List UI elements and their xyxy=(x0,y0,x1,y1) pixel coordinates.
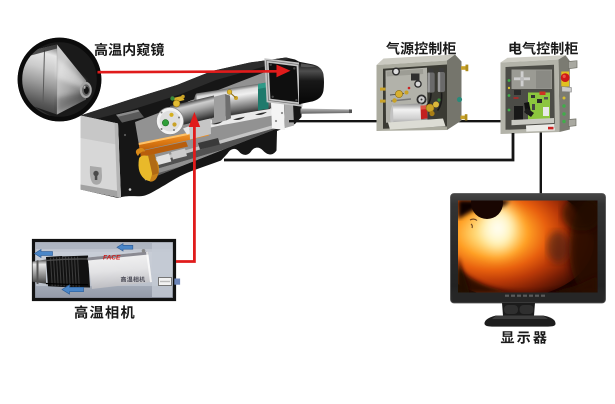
svg-text:FACE: FACE xyxy=(103,255,121,262)
